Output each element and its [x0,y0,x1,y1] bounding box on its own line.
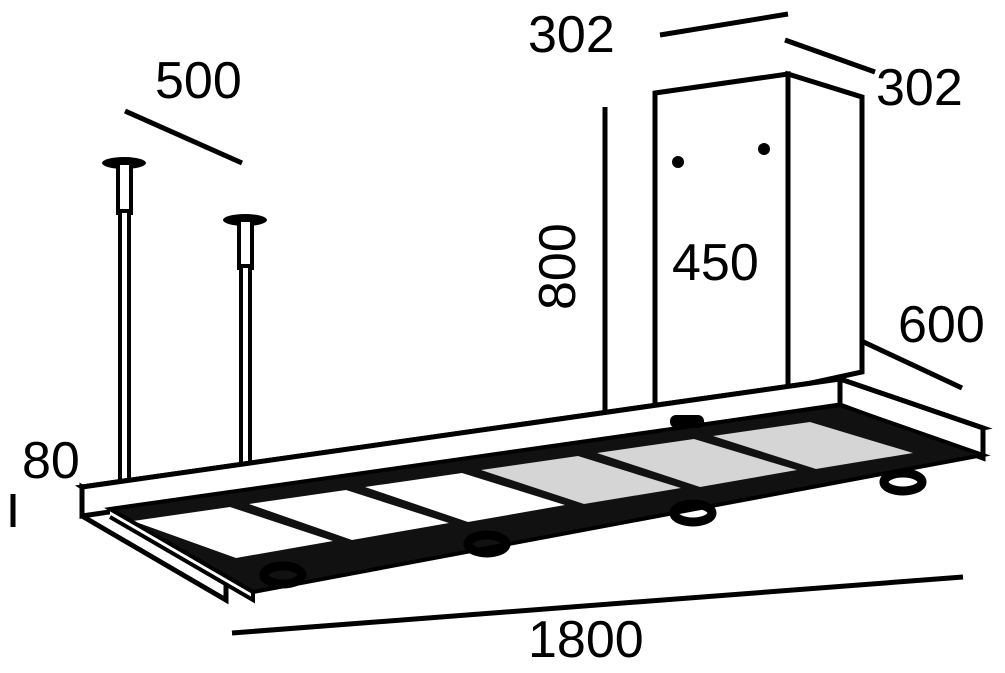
suspension-rod-2 [223,214,267,488]
handle-ring-4[interactable] [879,468,927,496]
dimension-label-500: 500 [155,52,242,110]
control-strip[interactable] [670,415,704,428]
hood-bottom-lip [108,507,255,604]
rod-lower-1 [118,209,131,499]
dimension-label-302-right: 302 [876,59,963,117]
leader-line-500 [123,108,244,166]
leader-line-302-left [659,11,789,38]
rod-upper-2 [237,218,254,270]
chimney-duct-box [652,70,865,413]
dimension-label-600: 600 [898,296,985,354]
rod-lower-2 [239,264,252,488]
handle-ring-3[interactable] [669,499,717,527]
handle-ring-1[interactable] [259,561,307,589]
mount-dot-1 [672,156,684,168]
filter-panel-5 [597,439,797,487]
filter-panel-6 [713,422,913,469]
rod-upper-1 [116,161,133,215]
dimension-label-800: 800 [529,223,587,310]
dimension-line-1800 [231,574,964,636]
dimension-label-1800: 1800 [528,611,644,669]
hood-body [74,375,993,605]
filter-panel-2 [249,490,449,540]
suspension-rod-1 [102,157,146,499]
filter-panel-4 [481,456,681,504]
leader-line-302-right [784,37,876,75]
handle-ring-2[interactable] [463,530,511,558]
dimension-label-80: 80 [22,432,80,490]
dimension-label-302-left: 302 [528,6,615,64]
suspension-rods [102,157,267,499]
filter-panel-1 [133,507,333,558]
chimney-side-face [785,70,865,392]
filter-panel-3 [365,473,565,522]
dimension-label-450: 450 [672,234,759,292]
mount-dot-2 [758,143,770,155]
